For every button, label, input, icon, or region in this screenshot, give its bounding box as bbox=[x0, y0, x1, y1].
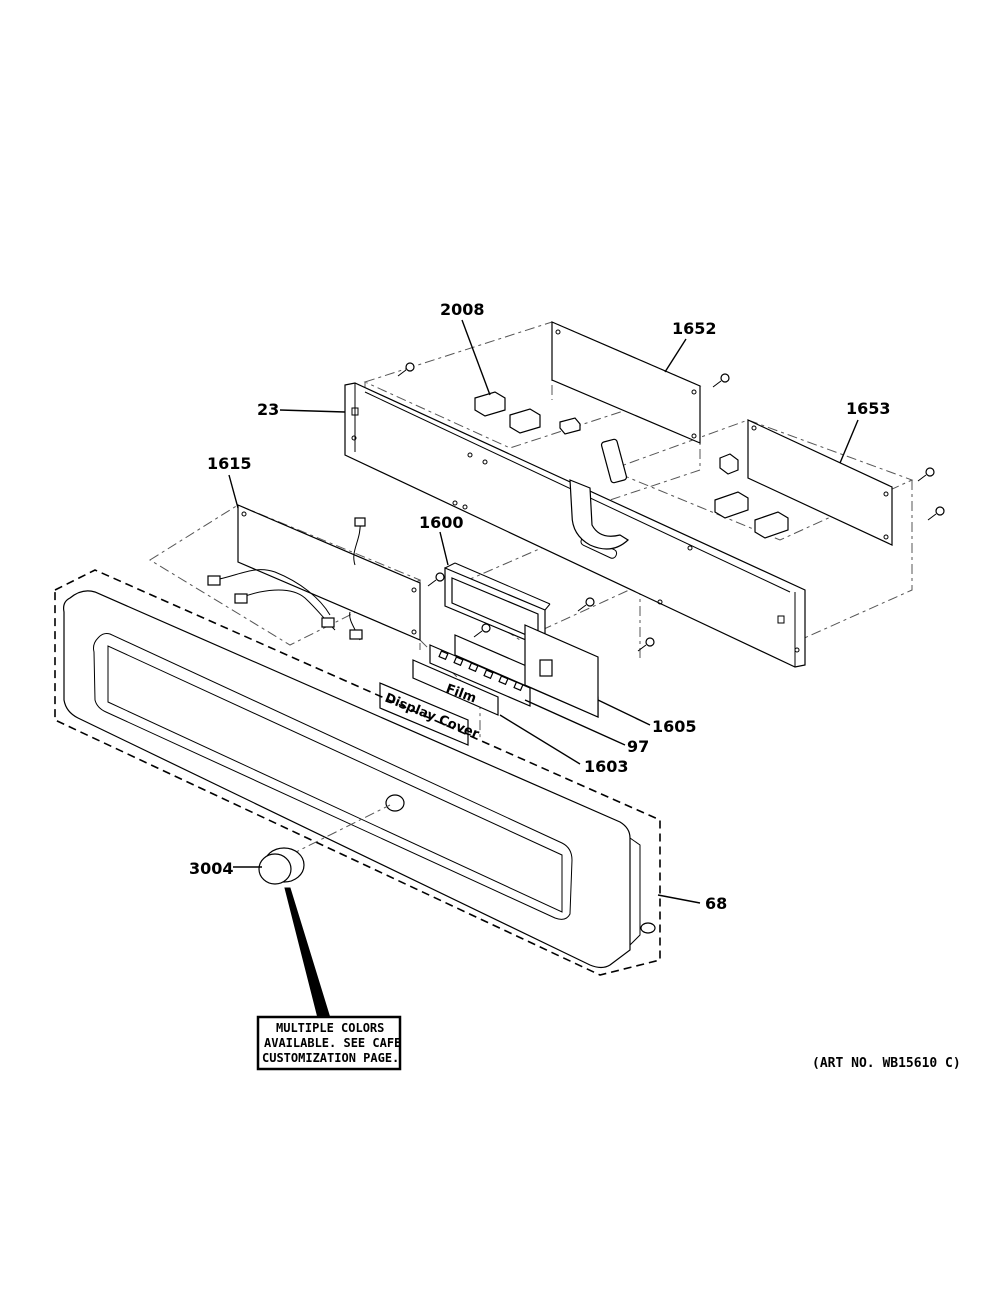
label-23: 23 bbox=[257, 400, 279, 419]
art-number: (ART NO. WB15610 C) bbox=[812, 1056, 961, 1071]
label-97: 97 bbox=[627, 737, 649, 756]
label-3004: 3004 bbox=[189, 859, 234, 878]
ribbon-cable bbox=[569, 438, 629, 550]
label-1603: 1603 bbox=[584, 757, 629, 776]
label-1652: 1652 bbox=[672, 319, 717, 338]
film-label: Film bbox=[444, 682, 479, 707]
label-1615: 1615 bbox=[207, 454, 252, 473]
screw-icon bbox=[473, 623, 491, 638]
screw-icon bbox=[397, 362, 415, 377]
film-panel: Film bbox=[412, 659, 499, 716]
knob-3004 bbox=[258, 804, 391, 885]
display-1600 bbox=[444, 562, 551, 649]
leader-lines bbox=[228, 319, 859, 904]
note-line-1: MULTIPLE COLORS bbox=[276, 1021, 384, 1035]
screw-icon bbox=[712, 373, 730, 388]
screw-icon bbox=[917, 467, 935, 482]
label-1600: 1600 bbox=[419, 513, 464, 532]
screw-icon bbox=[427, 572, 445, 587]
screw-icon bbox=[927, 506, 945, 521]
note-line-3: CUSTOMIZATION PAGE. bbox=[262, 1051, 399, 1065]
screw-icon bbox=[637, 637, 655, 652]
board-1652 bbox=[551, 321, 701, 444]
label-1653: 1653 bbox=[846, 399, 891, 418]
part-labels: 2008 1652 23 1653 1615 1600 1605 97 1603… bbox=[189, 300, 891, 913]
board-1615 bbox=[207, 504, 421, 641]
note-pointer bbox=[284, 887, 331, 1019]
label-2008: 2008 bbox=[440, 300, 485, 319]
keypad-97 bbox=[429, 644, 531, 707]
board-1605 bbox=[454, 624, 599, 718]
label-68: 68 bbox=[705, 894, 727, 913]
screws bbox=[397, 362, 945, 652]
label-1605: 1605 bbox=[652, 717, 697, 736]
front-panel-68 bbox=[54, 569, 661, 976]
screw-icon bbox=[577, 597, 595, 612]
note-line-2: AVAILABLE. SEE CAFE bbox=[264, 1036, 401, 1050]
connectors-2008 bbox=[474, 391, 789, 539]
color-note-box: MULTIPLE COLORS AVAILABLE. SEE CAFE CUST… bbox=[256, 1015, 401, 1071]
knob-hole bbox=[385, 794, 405, 812]
board-1653 bbox=[747, 419, 893, 546]
